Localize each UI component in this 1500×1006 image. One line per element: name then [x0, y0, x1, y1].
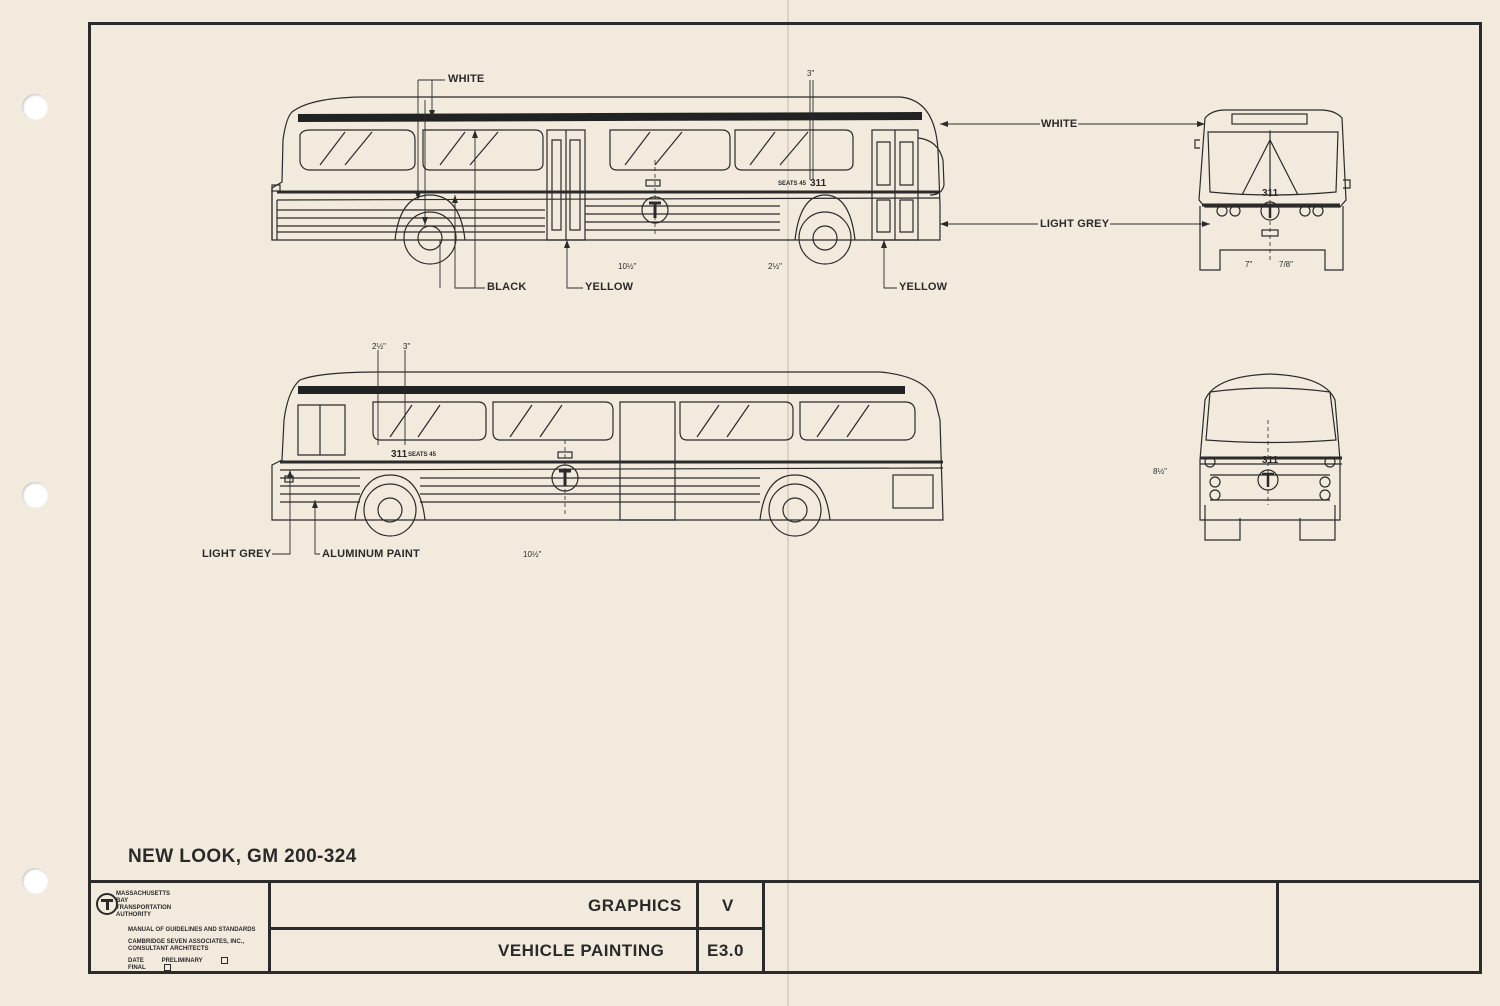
title-block: MASSACHUSETTS BAY TRANSPORTATION AUTHORI… [88, 880, 1482, 974]
final-checkbox: FINAL [128, 964, 171, 971]
callout-white-top: WHITE [448, 73, 485, 85]
bus-rear-view-bottom [1199, 373, 1342, 541]
binder-hole [22, 482, 48, 508]
callout-white-right: WHITE [1041, 118, 1078, 130]
callout-black: BLACK [487, 281, 527, 293]
dimension-label: 7" [1245, 260, 1253, 269]
dimension-label: 8½" [1153, 467, 1167, 476]
bus-side-view-top [271, 96, 945, 265]
seats-label-top: SEATS 45 [778, 181, 806, 187]
dimension-label: 10½" [523, 550, 542, 559]
callout-aluminum-paint: ALUMINUM PAINT [322, 548, 420, 560]
subject-name: VEHICLE PAINTING [498, 941, 665, 960]
bus-number-bottom-rear: 311 [1262, 455, 1279, 466]
authority-name: MASSACHUSETTS BAY TRANSPORTATION AUTHORI… [116, 891, 172, 918]
bus-front-view-top [1194, 109, 1351, 271]
bus-side-view-bottom [271, 371, 944, 537]
callout-light-grey-right: LIGHT GREY [1040, 218, 1110, 230]
bus-number-top-side: 311 [810, 178, 827, 189]
drawing-title: NEW LOOK, GM 200-324 [128, 846, 357, 867]
callout-light-grey-left: LIGHT GREY [202, 548, 272, 560]
leader-lines [272, 79, 1210, 555]
section-code: V [722, 896, 734, 915]
mbta-t-logo [96, 893, 118, 915]
dimension-label: 2½" [372, 342, 386, 351]
bus-number-bottom-side: 311 [391, 449, 408, 460]
date-label: DATE [128, 958, 144, 965]
manual-label: MANUAL OF GUIDELINES AND STANDARDS CAMBR… [128, 927, 256, 952]
binder-hole [22, 868, 48, 894]
arrow-heads [287, 110, 1210, 508]
dimension-label: 10½" [618, 262, 637, 271]
dimension-label: 2½" [768, 262, 782, 271]
dimension-label: 3" [403, 342, 411, 351]
fold-crease [787, 0, 789, 1006]
drawing-border [88, 22, 1482, 974]
dimension-label: 7/8" [1279, 260, 1293, 269]
subject-code: E3.0 [707, 941, 744, 960]
preliminary-checkbox: PRELIMINARY [162, 957, 228, 964]
dimension-label: 3" [807, 69, 815, 78]
seats-label-bottom: SEATS 45 [408, 452, 436, 458]
binder-hole [22, 94, 48, 120]
callout-yellow-mid: YELLOW [585, 281, 634, 293]
section-name: GRAPHICS [588, 896, 682, 915]
bus-number-top-front: 311 [1262, 188, 1279, 199]
callout-yellow-right: YELLOW [899, 281, 948, 293]
status-line: DATE PRELIMINARY FINAL [128, 957, 268, 971]
